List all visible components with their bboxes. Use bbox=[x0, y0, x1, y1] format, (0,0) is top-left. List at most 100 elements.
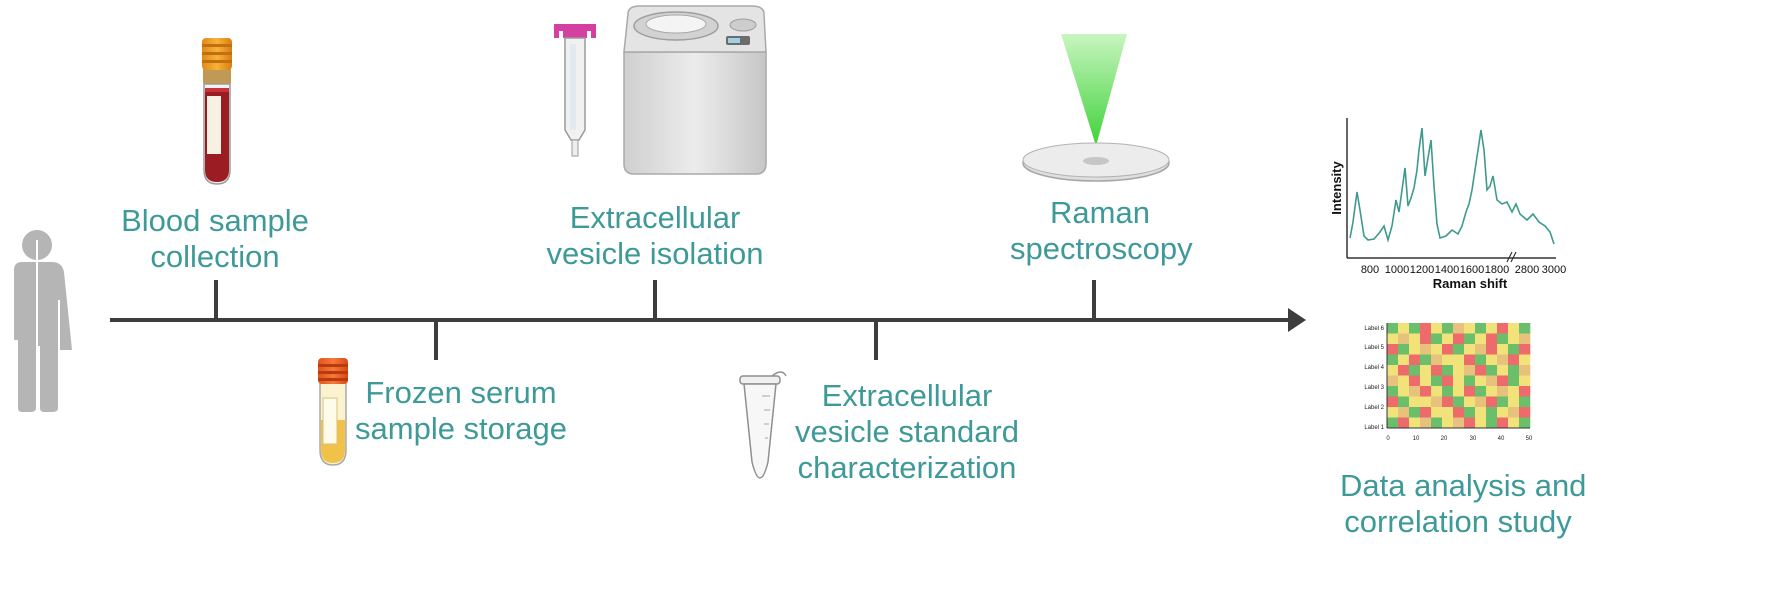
heatmap-cell bbox=[1442, 396, 1454, 408]
heatmap-cell bbox=[1486, 354, 1498, 366]
serum-tube-icon bbox=[318, 358, 348, 466]
heatmap-cell bbox=[1420, 323, 1432, 334]
heatmap-cell bbox=[1519, 344, 1531, 355]
heatmap-cell bbox=[1442, 407, 1454, 418]
heatmap-cell bbox=[1475, 417, 1487, 429]
heatmap-cell bbox=[1453, 396, 1465, 408]
heatmap-cell bbox=[1497, 333, 1509, 345]
heatmap-row-label: Label 3 bbox=[1364, 385, 1384, 391]
step-label-line: vesicle isolation bbox=[546, 236, 764, 271]
heatmap-cell bbox=[1475, 396, 1487, 408]
heatmap-cell bbox=[1431, 323, 1443, 334]
step-label-analysis: Data analysis and correlation study bbox=[1340, 468, 1587, 540]
heatmap-cell bbox=[1442, 344, 1454, 355]
spectrum-tick: 1400 bbox=[1435, 264, 1459, 276]
heatmap-cell bbox=[1442, 333, 1454, 345]
heatmap-cell bbox=[1409, 333, 1421, 345]
heatmap-cell bbox=[1398, 323, 1410, 334]
spectrum-tick: 2800 bbox=[1515, 264, 1539, 276]
step-label-line: spectroscopy bbox=[1010, 231, 1193, 266]
step-label-line: Extracellular bbox=[821, 378, 993, 413]
heatmap-col-tick: 20 bbox=[1441, 436, 1448, 442]
heatmap-cell bbox=[1431, 417, 1443, 429]
heatmap-cell bbox=[1486, 375, 1498, 387]
heatmap-cell bbox=[1464, 323, 1476, 334]
heatmap-cell bbox=[1519, 386, 1531, 397]
step-label-raman: Raman spectroscopy bbox=[1010, 195, 1193, 267]
heatmap-cell bbox=[1409, 365, 1421, 376]
heatmap-col-tick: 50 bbox=[1526, 436, 1533, 442]
heatmap-cell bbox=[1387, 323, 1399, 334]
heatmap-cell bbox=[1453, 333, 1465, 345]
heatmap-cell bbox=[1398, 417, 1410, 429]
heatmap-cell bbox=[1519, 396, 1531, 408]
heatmap-cell bbox=[1398, 333, 1410, 345]
heatmap-cell bbox=[1398, 354, 1410, 366]
heatmap-cell bbox=[1420, 417, 1432, 429]
heatmap-cell bbox=[1497, 375, 1509, 387]
heatmap-cell bbox=[1519, 333, 1531, 345]
heatmap-cell bbox=[1409, 375, 1421, 387]
heatmap-cell bbox=[1508, 333, 1520, 345]
heatmap-cell bbox=[1464, 396, 1476, 408]
spin-column-icon bbox=[554, 24, 596, 157]
step-label-line: Data analysis and bbox=[1340, 468, 1587, 503]
heatmap-cell bbox=[1486, 386, 1498, 397]
heatmap-cell bbox=[1387, 344, 1399, 355]
step-label-line: Frozen serum bbox=[365, 375, 557, 410]
heatmap-cell bbox=[1442, 417, 1454, 429]
heatmap-cell bbox=[1387, 365, 1399, 376]
step-label-characterization: Extracellular vesicle standard character… bbox=[787, 378, 1027, 486]
heatmap-cell bbox=[1519, 365, 1531, 376]
step-label-line: sample storage bbox=[355, 411, 567, 446]
heatmap-cell bbox=[1508, 417, 1520, 429]
heatmap-cell bbox=[1486, 365, 1498, 376]
heatmap-cell bbox=[1486, 344, 1498, 355]
heatmap-cell bbox=[1486, 333, 1498, 345]
heatmap-cell bbox=[1497, 396, 1509, 408]
heatmap-cell bbox=[1442, 386, 1454, 397]
heatmap-cell bbox=[1453, 386, 1465, 397]
heatmap-cell bbox=[1420, 386, 1432, 397]
heatmap-cell bbox=[1453, 354, 1465, 366]
heatmap-cell bbox=[1409, 354, 1421, 366]
heatmap-cell bbox=[1475, 375, 1487, 387]
step-label-line: correlation study bbox=[1344, 504, 1572, 539]
heatmap-cell bbox=[1442, 354, 1454, 366]
heatmap-cell bbox=[1453, 323, 1465, 334]
heatmap-cell bbox=[1431, 386, 1443, 397]
spectrum-tick: 1200 bbox=[1410, 264, 1434, 276]
step-label-line: Extracellular bbox=[569, 200, 741, 235]
heatmap-row-label: Label 4 bbox=[1364, 365, 1384, 371]
heatmap-row-label: Label 5 bbox=[1364, 345, 1384, 351]
spectrum-tick: 800 bbox=[1361, 264, 1379, 276]
heatmap-cell bbox=[1398, 407, 1410, 418]
heatmap-cell bbox=[1497, 344, 1509, 355]
step-label-blood: Blood sample collection bbox=[115, 203, 315, 275]
heatmap-cell bbox=[1475, 365, 1487, 376]
heatmap-cell bbox=[1464, 354, 1476, 366]
heatmap-cell bbox=[1442, 365, 1454, 376]
heatmap-row-label: Label 2 bbox=[1364, 405, 1384, 411]
blood-tube-icon bbox=[202, 38, 232, 185]
heatmap-cell bbox=[1497, 323, 1509, 334]
heatmap-cell bbox=[1519, 323, 1531, 334]
heatmap-cell bbox=[1398, 396, 1410, 408]
heatmap-cell bbox=[1508, 375, 1520, 387]
heatmap-cell bbox=[1420, 333, 1432, 345]
heatmap-cell bbox=[1497, 354, 1509, 366]
heatmap-cell bbox=[1431, 407, 1443, 418]
heatmap-cell bbox=[1475, 344, 1487, 355]
heatmap-cell bbox=[1453, 375, 1465, 387]
heatmap-col-tick: 40 bbox=[1498, 436, 1505, 442]
spectrum-ylabel: Intensity bbox=[1329, 161, 1344, 215]
heatmap-cell bbox=[1508, 354, 1520, 366]
heatmap-cell bbox=[1464, 417, 1476, 429]
raman-laser-icon bbox=[1022, 34, 1170, 182]
heatmap-row-label: Label 6 bbox=[1364, 326, 1384, 332]
heatmap-cell bbox=[1486, 407, 1498, 418]
heatmap-cell bbox=[1431, 354, 1443, 366]
heatmap-cell bbox=[1420, 344, 1432, 355]
